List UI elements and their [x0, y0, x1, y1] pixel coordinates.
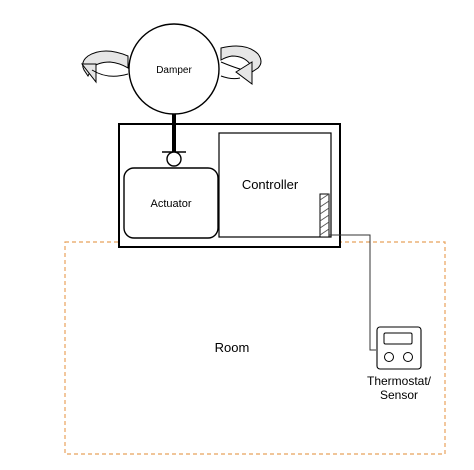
controller-box: [218, 132, 332, 238]
terminal-strip-icon: [319, 193, 330, 238]
thermostat-label-line2: Sensor: [380, 388, 418, 402]
actuator-label: Actuator: [151, 198, 192, 210]
controller-label: Controller: [242, 177, 299, 192]
actuator-box: [123, 167, 219, 239]
damper-shaft: [172, 92, 176, 152]
damper-disc: [128, 23, 220, 115]
rotation-arrow-right-icon: [220, 45, 262, 85]
thermostat-icon: [376, 326, 422, 370]
room-label: Room: [215, 340, 250, 355]
damper-label: Damper: [156, 65, 192, 76]
thermostat-label-line1: Thermostat/: [367, 374, 432, 388]
sensor-wire: [329, 234, 376, 351]
coupling-hub: [166, 151, 182, 167]
rotation-arrow-left-icon: [80, 50, 129, 84]
